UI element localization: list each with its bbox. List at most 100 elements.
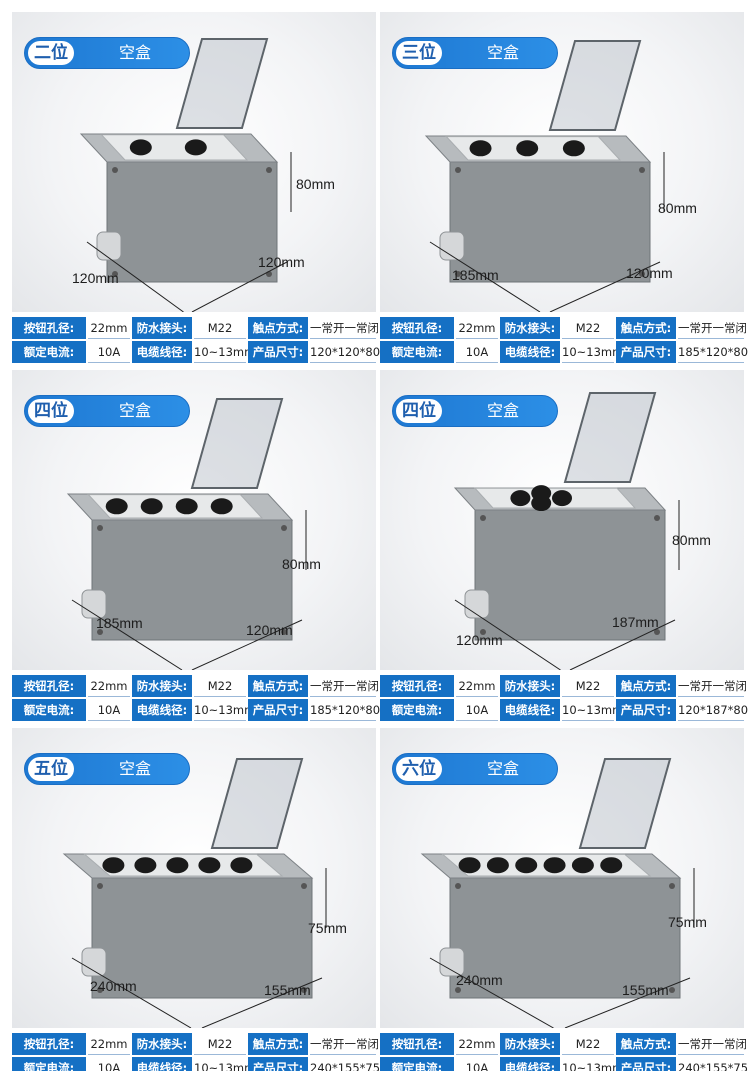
spec-label: 按钮孔径: [380,1033,454,1055]
width-dimension-line [429,957,554,1028]
spec-label: 电缆线径: [500,341,560,363]
spec-value: 一常开一常闭 [678,1033,747,1055]
screw-icon [480,515,486,521]
spec-value: M22 [194,317,246,339]
button-hole [140,498,163,515]
screw-icon [266,167,272,173]
depth-dimension-line [191,261,288,312]
button-hole [543,857,566,874]
dim-width: 240mm [456,972,503,988]
spec-label: 触点方式: [248,1033,308,1055]
spec-label: 触点方式: [616,1033,676,1055]
dim-depth: 120mm [626,265,673,281]
button-hole [198,857,221,874]
screw-icon [654,629,660,635]
dim-width: 120mm [72,270,119,286]
spec-row: 按钮孔径: 22mm 防水接头: M22 触点方式: 一常开一常闭 [12,1033,379,1055]
badge-position-label: 四位 [28,399,74,423]
clear-lid [548,40,642,131]
dim-depth: 155mm [264,982,311,998]
spec-table: 按钮孔径: 22mm 防水接头: M22 触点方式: 一常开一常闭 额定电流: … [12,675,380,723]
spec-label: 按钮孔径: [12,675,86,697]
spec-value: 10~13mm [194,341,255,363]
enclosure-front [91,519,293,641]
product-card-4pos-b: 四位 空盒 80mm 120mm 187mm 按钮孔径: 22mm 防水接头: … [380,370,748,725]
dim-width: 240mm [90,978,137,994]
screw-icon [97,987,103,993]
clear-lid [578,758,672,849]
spec-value: M22 [562,317,614,339]
spec-value: 10~13mm [562,341,623,363]
spec-label: 产品尺寸: [248,1057,308,1071]
spec-label: 额定电流: [380,1057,454,1071]
spec-value: 一常开一常闭 [310,1033,379,1055]
enclosure-front [106,161,278,283]
screw-icon [669,883,675,889]
spec-value: 一常开一常闭 [310,317,379,339]
enclosure-front [474,509,666,641]
enclosure-illustration [424,40,665,312]
spec-label: 额定电流: [12,699,86,721]
enclosure-illustration [66,398,307,670]
spec-label: 电缆线径: [132,699,192,721]
screw-icon [112,167,118,173]
button-hole [210,498,233,515]
spec-label: 防水接头: [500,317,560,339]
spec-row: 额定电流: 10A 电缆线径: 10~13mm 产品尺寸: 185*120*80 [380,341,748,363]
button-hole [102,857,125,874]
spec-row: 额定电流: 10A 电缆线径: 10~13mm 产品尺寸: 120*187*80 [380,699,748,721]
spec-label: 产品尺寸: [248,699,308,721]
product-card-5pos: 五位 空盒 75mm 240mm 155mm 按钮孔径: 22mm 防水接头: … [12,728,380,1071]
button-hole [134,857,157,874]
dim-width: 185mm [96,615,143,631]
spec-value: 一常开一常闭 [678,675,747,697]
badge-type-label: 空盒 [486,759,519,778]
badge-type-label: 空盒 [118,759,151,778]
spec-value: 10A [456,699,498,721]
spec-value: 240*155*75 [310,1057,380,1071]
button-hole [105,498,128,515]
width-dimension-line [71,599,183,670]
spec-value: M22 [194,1033,246,1055]
depth-dimension-line [549,261,661,312]
dim-depth: 120mm [258,254,305,270]
dim-width: 120mm [456,632,503,648]
spec-label: 防水接头: [500,675,560,697]
badge-type-label: 空盒 [486,43,519,62]
width-dimension-line [429,241,541,312]
depth-dimension-line [564,977,691,1028]
spec-value: 10~13mm [194,1057,255,1071]
screw-icon [669,987,675,993]
spec-row: 额定电流: 10A 电缆线径: 10~13mm 产品尺寸: 240*155*75 [380,1057,748,1071]
spec-value: 10A [88,341,130,363]
spec-row: 按钮孔径: 22mm 防水接头: M22 触点方式: 一常开一常闭 [380,1033,747,1055]
spec-label: 电缆线径: [132,1057,192,1071]
depth-dimension-line [569,619,676,670]
spec-label: 产品尺寸: [616,1057,676,1071]
cable-gland [81,947,107,977]
gasket-frame [100,134,249,161]
spec-label: 防水接头: [500,1033,560,1055]
clear-lid [563,392,657,483]
button-hole [486,857,509,874]
spec-row: 额定电流: 10A 电缆线径: 10~13mm 产品尺寸: 120*120*80 [12,341,380,363]
width-dimension-line [86,241,184,312]
spec-table: 按钮孔径: 22mm 防水接头: M22 触点方式: 一常开一常闭 额定电流: … [380,1033,748,1071]
screw-icon [97,525,103,531]
spec-label: 按钮孔径: [380,317,454,339]
spec-row: 按钮孔径: 22mm 防水接头: M22 触点方式: 一常开一常闭 [12,317,379,339]
enclosure-illustration [420,758,695,1028]
screw-icon [455,271,461,277]
badge-position-label: 五位 [28,757,74,781]
spec-value: 22mm [88,317,130,339]
spec-label: 产品尺寸: [248,341,308,363]
dim-height: 80mm [672,532,711,548]
spec-label: 电缆线径: [132,341,192,363]
product-card-3pos: 三位 空盒 80mm 185mm 120mm 按钮孔径: 22mm 防水接头: … [380,12,748,367]
dim-height: 75mm [308,920,347,936]
screw-icon [455,883,461,889]
width-dimension-line [454,599,561,670]
clear-lid [175,38,269,129]
spec-value: M22 [562,1033,614,1055]
spec-label: 触点方式: [248,675,308,697]
